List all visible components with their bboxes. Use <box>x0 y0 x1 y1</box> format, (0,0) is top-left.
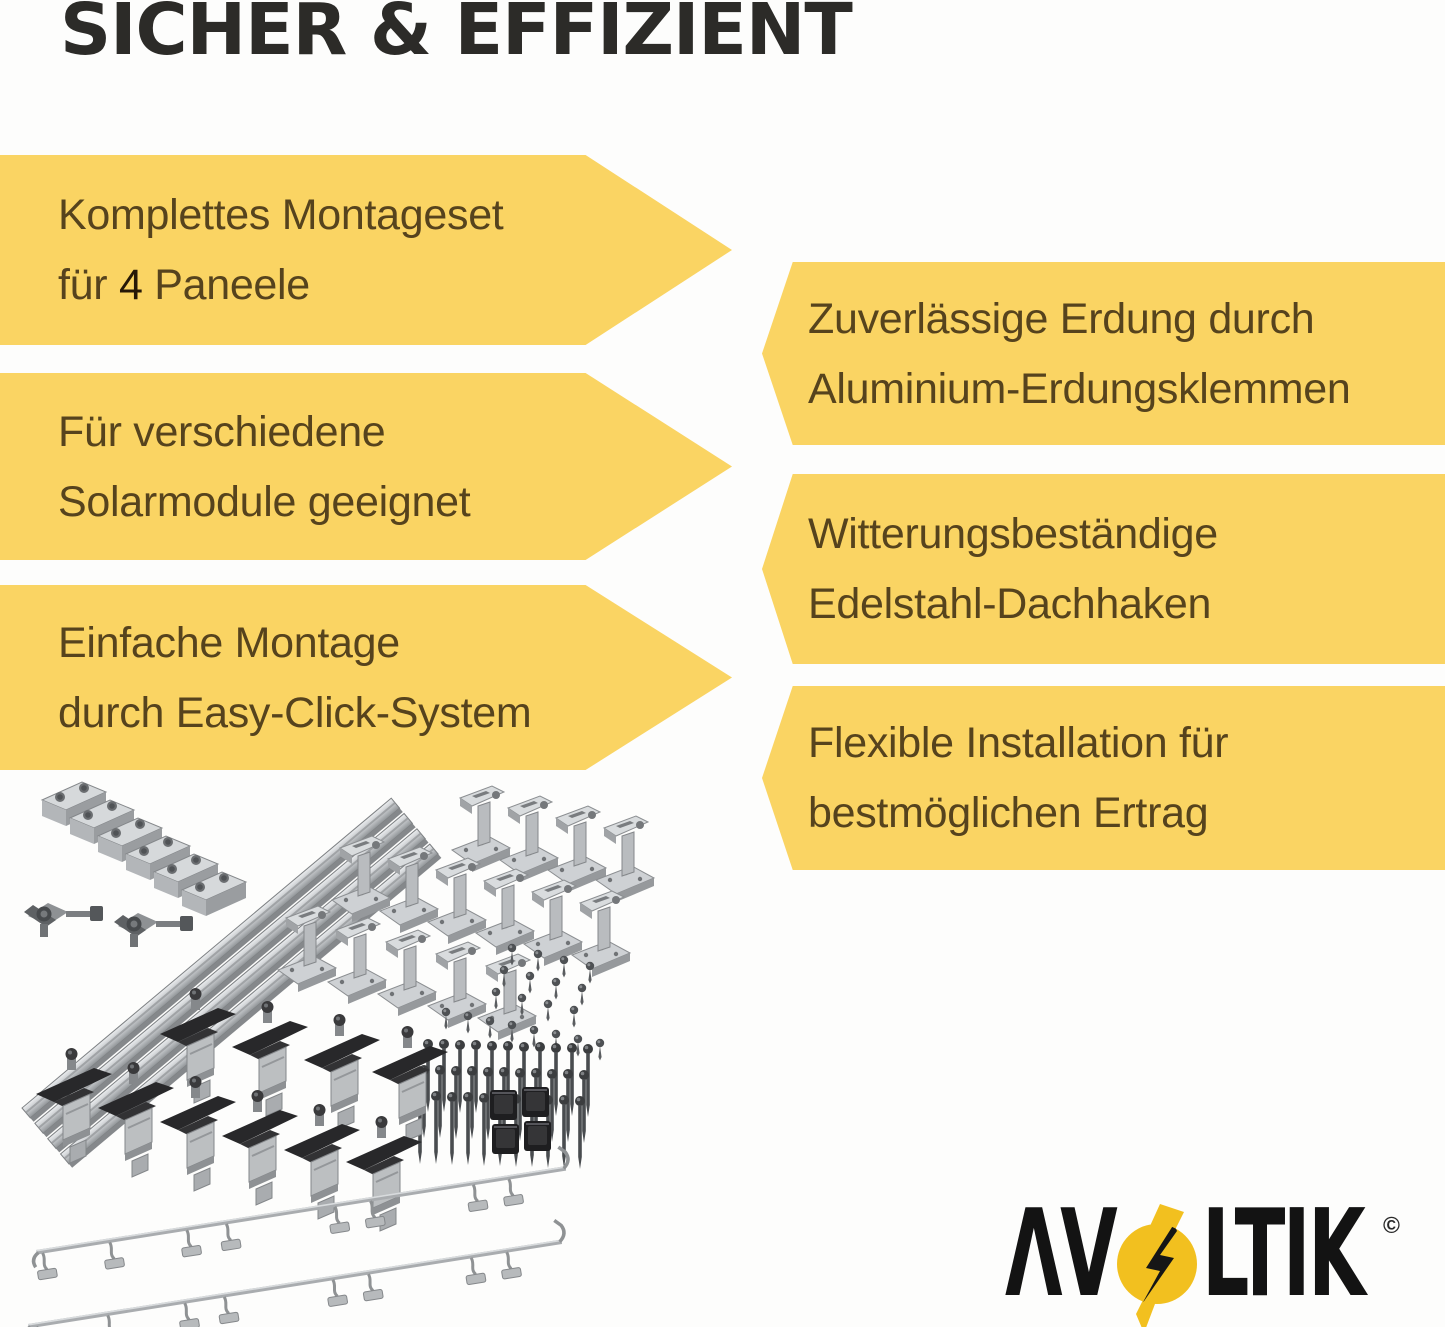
banner-line: Für verschiedene <box>58 407 386 456</box>
banner-line: Zuverlässige Erdung durch <box>808 294 1315 343</box>
banner-line: durch Easy-Click-System <box>58 688 532 737</box>
banner-line: Witterungsbeständige <box>808 510 1218 558</box>
swivel-connectors <box>24 903 193 947</box>
logo-letters-left: ΛV <box>1005 1185 1118 1324</box>
banner-line: Aluminium-Erdungsklemmen <box>808 364 1351 413</box>
product-photo-mounting-kit <box>21 781 655 1327</box>
panel-count: 4 <box>118 261 143 309</box>
banner-line: Einfache Montage <box>58 618 400 667</box>
page-title: SICHER & EFFIZIENT <box>60 0 853 71</box>
feature-banner-mounting-set: Komplettes Montageset für 4 Paneele <box>0 155 732 345</box>
feature-banner-grounding: Zuverlässige Erdung durch Aluminium-Erdu… <box>762 262 1445 445</box>
logo-letters-right: LTIK <box>1202 1185 1366 1324</box>
copyright-mark: © <box>1383 1212 1400 1238</box>
banner-line: Komplettes Montageset <box>58 191 504 239</box>
banner-line: bestmöglichen Ertrag <box>808 789 1209 837</box>
banner-line: Flexible Installation für <box>808 719 1229 767</box>
banner-line: für 4 Paneele <box>58 261 310 309</box>
feature-banner-roof-hooks: Witterungsbeständige Edelstahl-Dachhaken <box>762 474 1445 664</box>
banner-line: Edelstahl-Dachhaken <box>808 580 1212 628</box>
feature-banner-flexible-install: Flexible Installation für bestmöglichen … <box>762 686 1445 870</box>
feature-banner-easy-click: Einfache Montage durch Easy-Click-System <box>0 585 732 770</box>
brand-logo-avoltik: ΛV LTIK © <box>1005 1195 1435 1327</box>
rail-connectors <box>41 781 247 917</box>
banner-line: Solarmodule geeignet <box>58 477 471 526</box>
feature-banner-module-compatibility: Für verschiedene Solarmodule geeignet <box>0 373 732 560</box>
grounding-wire <box>31 1145 570 1282</box>
grounding-wire <box>23 1218 566 1327</box>
lightning-bolt-icon <box>1117 1204 1197 1327</box>
